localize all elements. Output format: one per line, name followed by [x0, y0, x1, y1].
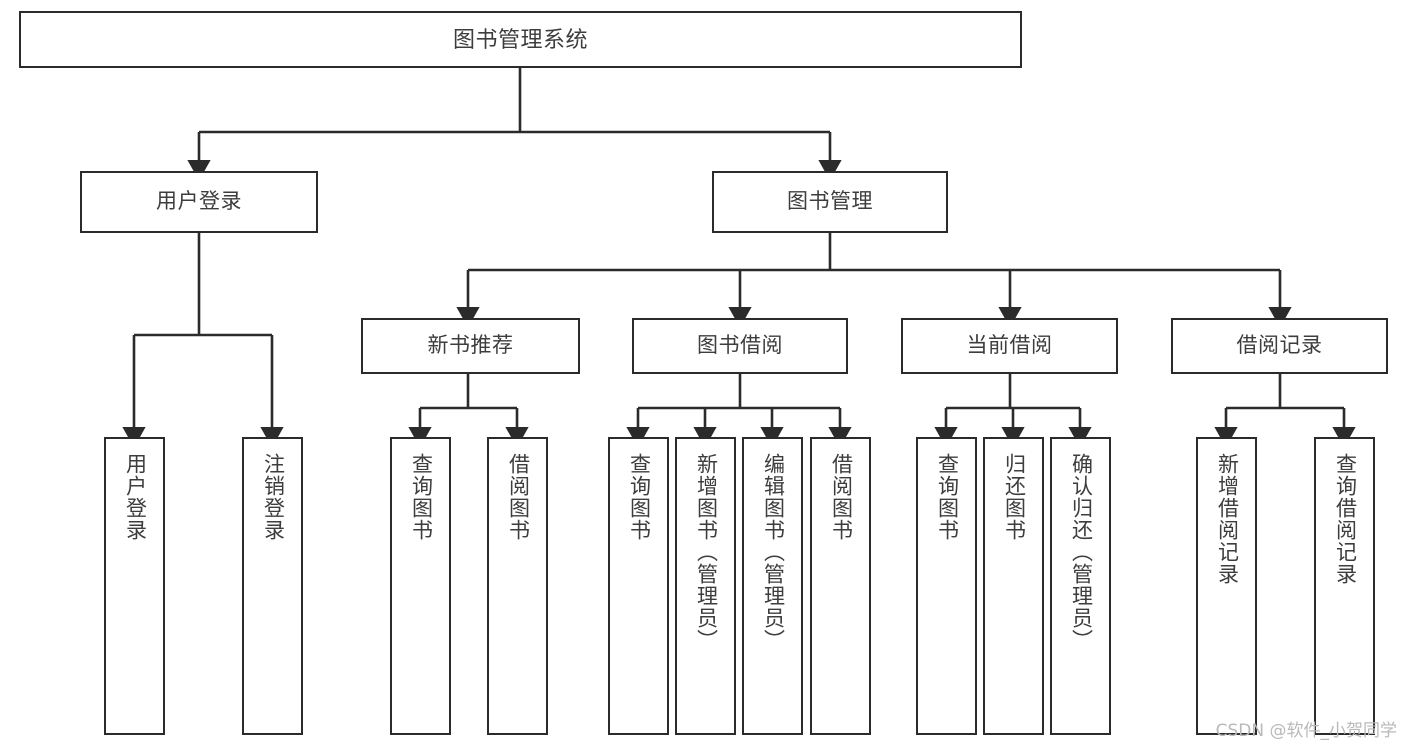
node-label: 查询图书 — [627, 453, 651, 541]
watermark-text: CSDN @软件_小贺同学 — [1215, 721, 1397, 741]
leaf-current-borrow-query[interactable]: 查询图书 — [916, 437, 977, 735]
node-label: 新书推荐 — [427, 333, 514, 357]
leaf-book-borrow-borrow[interactable]: 借阅图书 — [810, 437, 871, 735]
node-label: 查询借阅记录 — [1333, 453, 1357, 585]
node-label: 当前借阅 — [966, 333, 1053, 357]
leaf-current-borrow-confirm-return[interactable]: 确认归还（管理员） — [1050, 437, 1111, 735]
node-label: 用户登录 — [156, 189, 242, 213]
node-label: 借阅记录 — [1236, 333, 1323, 357]
node-label: 新增图书（管理员） — [694, 453, 718, 651]
node-label: 新增借阅记录 — [1215, 453, 1239, 585]
node-label: 查询图书 — [935, 453, 959, 541]
leaf-book-borrow-query[interactable]: 查询图书 — [608, 437, 669, 735]
leaf-book-borrow-edit[interactable]: 编辑图书（管理员） — [742, 437, 803, 735]
leaf-current-borrow-return[interactable]: 归还图书 — [983, 437, 1044, 735]
node-label: 归还图书 — [1002, 453, 1026, 541]
node-label: 编辑图书（管理员） — [761, 453, 785, 651]
node-label: 借阅图书 — [829, 453, 853, 541]
node-label: 用户登录 — [123, 453, 147, 541]
node-label: 注销登录 — [261, 453, 285, 541]
leaf-user-login-logout[interactable]: 注销登录 — [242, 437, 303, 735]
node-book-management[interactable]: 图书管理 — [712, 171, 948, 233]
node-label: 查询图书 — [409, 453, 433, 541]
node-user-login[interactable]: 用户登录 — [80, 171, 318, 233]
node-label: 图书管理 — [787, 189, 873, 213]
leaf-book-borrow-add[interactable]: 新增图书（管理员） — [675, 437, 736, 735]
node-label: 图书借阅 — [697, 333, 783, 357]
node-new-book-recommend[interactable]: 新书推荐 — [361, 318, 580, 374]
leaf-user-login-login[interactable]: 用户登录 — [104, 437, 165, 735]
node-current-borrow[interactable]: 当前借阅 — [901, 318, 1118, 374]
leaf-borrow-record-add[interactable]: 新增借阅记录 — [1196, 437, 1257, 735]
node-root-system[interactable]: 图书管理系统 — [19, 11, 1022, 68]
node-label: 借阅图书 — [506, 453, 530, 541]
node-label: 图书管理系统 — [452, 26, 588, 52]
node-book-borrow[interactable]: 图书借阅 — [632, 318, 848, 374]
leaf-new-book-borrow[interactable]: 借阅图书 — [487, 437, 548, 735]
leaf-borrow-record-query[interactable]: 查询借阅记录 — [1314, 437, 1375, 735]
node-label: 确认归还（管理员） — [1069, 453, 1093, 651]
node-borrow-record[interactable]: 借阅记录 — [1171, 318, 1388, 374]
leaf-new-book-query[interactable]: 查询图书 — [390, 437, 451, 735]
